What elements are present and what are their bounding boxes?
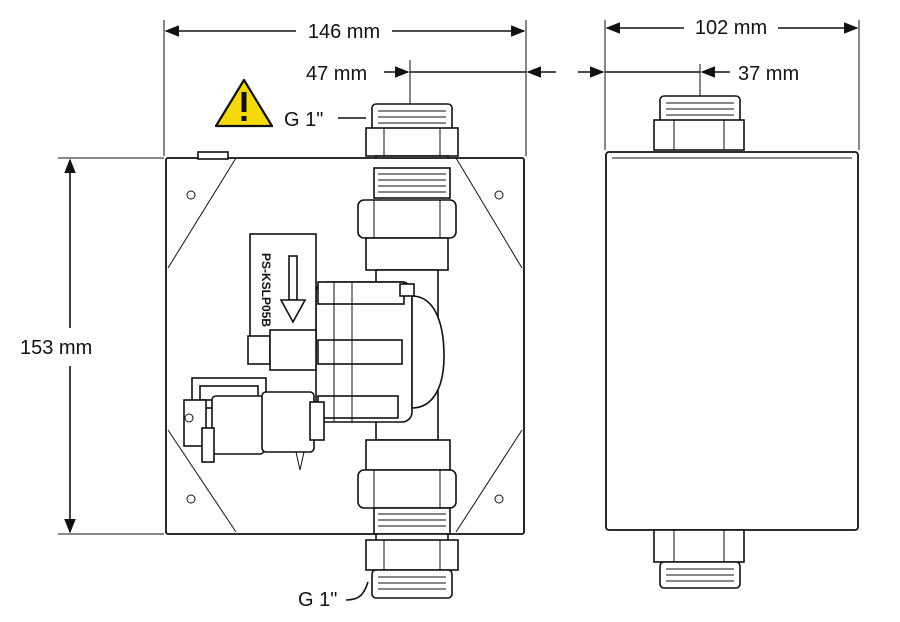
side-housing (605, 151, 859, 531)
thread-label-bottom: G 1" (298, 589, 337, 611)
flow-sensor-body (315, 281, 445, 423)
bottom-outlet-fitting (365, 533, 459, 599)
model-label-plate: PS-KSLP05B (249, 233, 317, 347)
dim-pipe-offset-side: 37 mm (738, 63, 799, 85)
top-inlet-fitting (365, 103, 459, 167)
solenoid-motor (183, 377, 325, 471)
side-view (605, 95, 859, 589)
dim-pipe-offset-front: 47 mm (306, 63, 367, 85)
mount-hole (494, 190, 504, 200)
front-view: PS-KSLP05B (165, 78, 525, 599)
dim-side-width: 102 mm (695, 17, 767, 39)
mount-hole (494, 494, 504, 504)
dimension-lines (58, 20, 860, 601)
flow-direction-arrow-icon (279, 255, 307, 324)
dim-front-width: 146 mm (308, 21, 380, 43)
mount-hole (186, 494, 196, 504)
model-label-text: PS-KSLP05B (259, 253, 273, 327)
dim-height: 153 mm (20, 337, 92, 359)
thread-label-top: G 1" (284, 109, 323, 131)
warning-triangle-icon (214, 78, 274, 128)
mount-hole (186, 190, 196, 200)
